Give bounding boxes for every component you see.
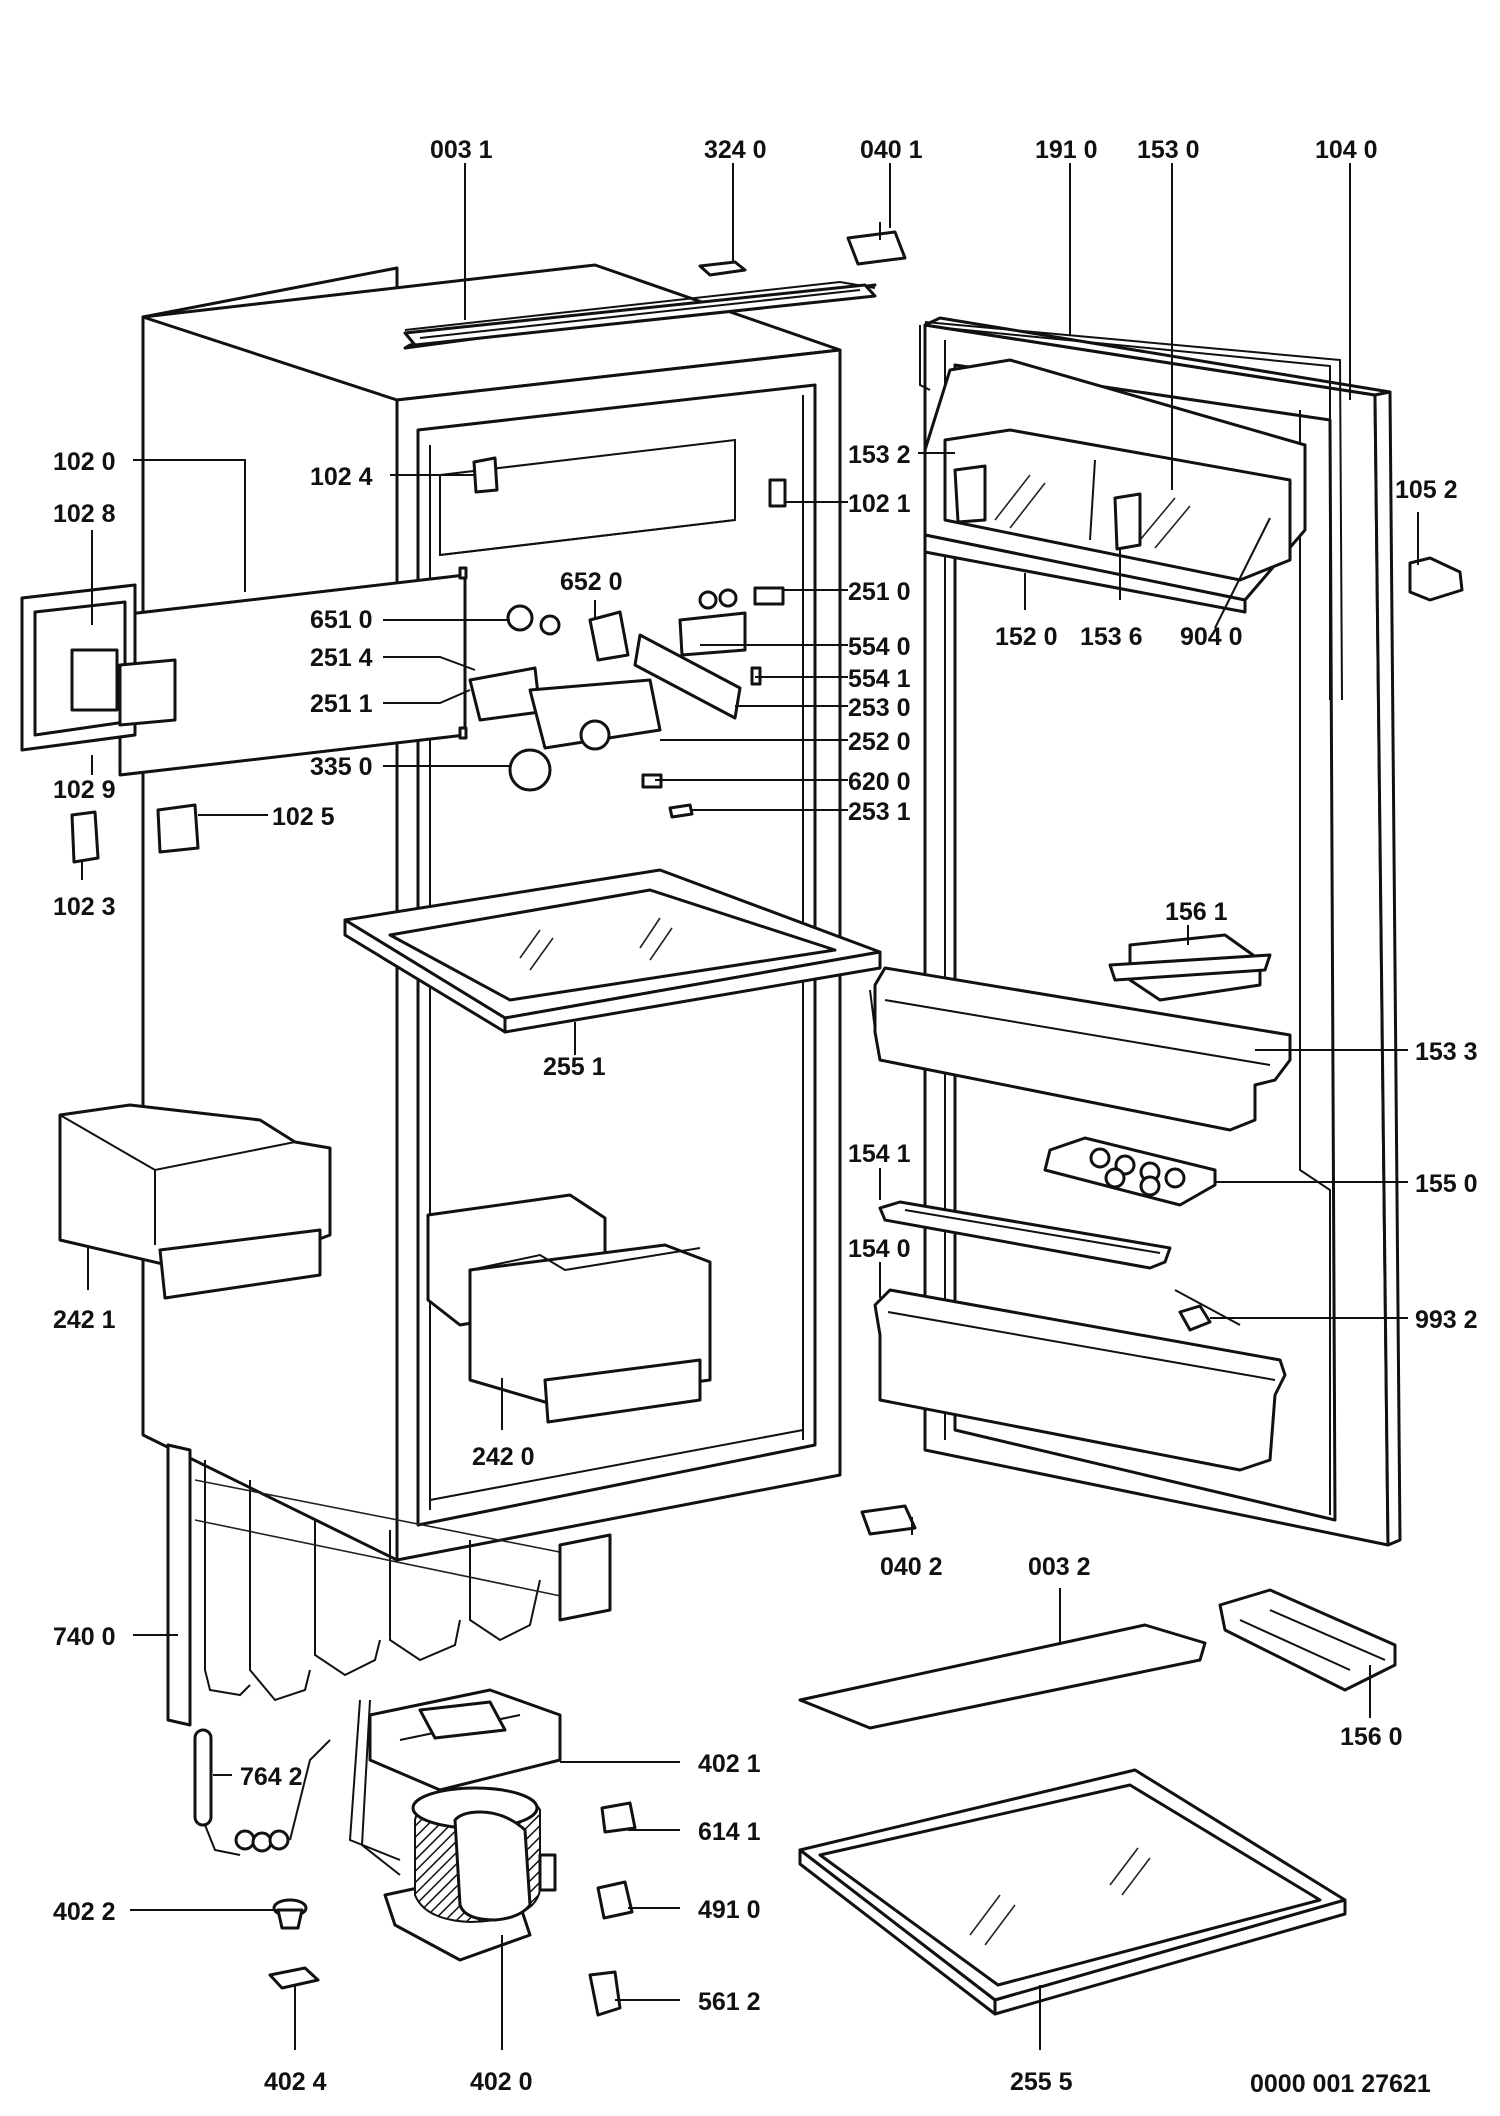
- relay-614-1: [600, 1801, 637, 1834]
- label-251-4: 251 4: [310, 644, 373, 672]
- label-104-0: 104 0: [1315, 136, 1378, 164]
- part-402-2: [272, 1898, 308, 1930]
- bottom-strip-003-2: [798, 1623, 1207, 1730]
- label-003-1: 003 1: [430, 136, 493, 164]
- label-105-2: 105 2: [1395, 476, 1458, 504]
- label-156-0: 156 0: [1340, 1723, 1403, 1751]
- label-102-0: 102 0: [53, 448, 116, 476]
- label-154-0: 154 0: [848, 1235, 911, 1263]
- label-740-0: 740 0: [53, 1623, 116, 1651]
- label-242-0: 242 0: [472, 1443, 535, 1471]
- top-trim-strip: [403, 283, 877, 347]
- label-324-0: 324 0: [704, 136, 767, 164]
- label-153-0: 153 0: [1137, 136, 1200, 164]
- label-003-2: 003 2: [1028, 1553, 1091, 1581]
- label-402-0: 402 0: [470, 2068, 533, 2096]
- label-152-0: 152 0: [995, 623, 1058, 651]
- part-102-5: [156, 803, 200, 854]
- label-402-4: 402 4: [264, 2068, 327, 2096]
- label-554-1: 554 1: [848, 665, 911, 693]
- label-251-1: 251 1: [310, 690, 373, 718]
- label-253-0: 253 0: [848, 694, 911, 722]
- label-242-1: 242 1: [53, 1306, 116, 1334]
- label-402-1: 402 1: [698, 1750, 761, 1778]
- label-402-2: 402 2: [53, 1898, 116, 1926]
- label-102-8: 102 8: [53, 500, 116, 528]
- label-651-0: 651 0: [310, 606, 373, 634]
- leader-lines: [81, 163, 1419, 2050]
- clip-402-4: [268, 1966, 320, 1990]
- control-panel-102-0: [20, 573, 467, 777]
- label-155-0: 155 0: [1415, 1170, 1478, 1198]
- label-102-9: 102 9: [53, 776, 116, 804]
- overload-491-0: [596, 1880, 634, 1920]
- part-labels: 003 1 324 0 040 1 191 0 153 0 104 0 102 …: [53, 136, 1478, 2098]
- label-040-2: 040 2: [880, 1553, 943, 1581]
- part-561-2: [588, 1970, 622, 2017]
- label-993-2: 993 2: [1415, 1306, 1478, 1334]
- label-153-2: 153 2: [848, 441, 911, 469]
- label-154-1: 154 1: [848, 1140, 911, 1168]
- label-253-1: 253 1: [848, 798, 911, 826]
- glass-shelf-255-5: [798, 1768, 1347, 2016]
- hinge-105-2: [1408, 556, 1464, 602]
- filter-drier-764-2: [193, 1728, 331, 1856]
- door-part-993-2: [1174, 1289, 1241, 1332]
- egg-tray-155-0: [1043, 1136, 1217, 1207]
- condenser-740-0: [166, 1443, 612, 1727]
- hinge-bracket-040-2: [860, 1504, 917, 1536]
- label-491-0: 491 0: [698, 1896, 761, 1924]
- label-251-0: 251 0: [848, 578, 911, 606]
- label-102-3: 102 3: [53, 893, 116, 921]
- compressor-bracket-402-1: [368, 1688, 562, 1792]
- label-554-0: 554 0: [848, 633, 911, 661]
- document-number: 0000 001 27621: [1250, 2070, 1431, 2098]
- freezer-compartment-153-0: [923, 358, 1307, 614]
- label-620-0: 620 0: [848, 768, 911, 796]
- label-153-3: 153 3: [1415, 1038, 1478, 1066]
- glass-shelf-255-1: [343, 868, 882, 1034]
- label-255-1: 255 1: [543, 1053, 606, 1081]
- label-764-2: 764 2: [240, 1763, 303, 1791]
- part-102-3: [70, 810, 100, 864]
- compressor-402-0: [348, 1699, 557, 1962]
- door-shelf-154-0: [873, 1288, 1287, 1472]
- part-102-1: [768, 478, 787, 508]
- door-shelf-153-3: [869, 966, 1292, 1132]
- label-255-5: 255 5: [1010, 2068, 1073, 2096]
- label-102-5: 102 5: [272, 803, 335, 831]
- label-652-0: 652 0: [560, 568, 623, 596]
- label-040-1: 040 1: [860, 136, 923, 164]
- label-561-2: 561 2: [698, 1988, 761, 2016]
- label-102-4: 102 4: [310, 463, 373, 491]
- label-191-0: 191 0: [1035, 136, 1098, 164]
- label-102-1: 102 1: [848, 490, 911, 518]
- label-252-0: 252 0: [848, 728, 911, 756]
- hinge-bracket-top: [846, 222, 907, 266]
- bottle-retainer-154-1: [878, 1200, 1172, 1270]
- label-614-1: 614 1: [698, 1818, 761, 1846]
- door-gasket-191-0: [919, 321, 1343, 701]
- part-102-4: [472, 456, 499, 494]
- label-153-6: 153 6: [1080, 623, 1143, 651]
- butter-compartment-156-1: [1108, 933, 1272, 1002]
- thermostat-components: [458, 566, 785, 819]
- label-904-0: 904 0: [1180, 623, 1243, 651]
- top-clip-324: [698, 260, 747, 277]
- label-335-0: 335 0: [310, 753, 373, 781]
- ice-tray-156-0: [1218, 1588, 1397, 1692]
- label-156-1: 156 1: [1165, 898, 1228, 926]
- crisper-bin-242-1: [58, 1103, 332, 1300]
- crisper-bin-242-0: [426, 1193, 712, 1424]
